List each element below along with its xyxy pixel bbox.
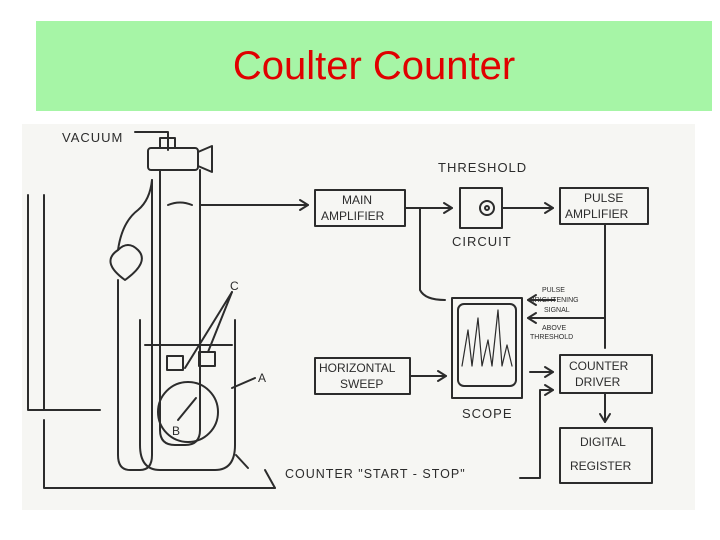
- stopcock-body: [147, 147, 199, 171]
- label-c-leader: [184, 291, 233, 369]
- electrode-right: [198, 351, 216, 367]
- vacuum-label: VACUUM: [62, 130, 123, 145]
- manometer-bulb: [109, 244, 143, 281]
- label-c: C: [230, 279, 239, 293]
- page-title: Coulter Counter: [232, 44, 516, 88]
- scope-label: SCOPE: [462, 406, 513, 421]
- orifice-tube: [159, 169, 201, 446]
- vacuum-line: [134, 131, 169, 151]
- horizontal-sweep-label-1: HORIZONTAL: [319, 361, 396, 375]
- electrode-left: [166, 355, 184, 371]
- main-amplifier-label-1: MAIN: [342, 193, 372, 207]
- label-b: B: [172, 424, 180, 438]
- main-to-scope: [419, 207, 446, 301]
- digital-register-label-2: REGISTER: [570, 459, 632, 473]
- pulse-amplifier-label-1: PULSE: [584, 191, 623, 205]
- main-amplifier-label-2: AMPLIFIER: [321, 209, 385, 223]
- scope-box: [451, 297, 523, 399]
- digital-register-box: [559, 427, 653, 484]
- start-stop-line: [519, 389, 554, 479]
- counter-start-stop-label: COUNTER "START - STOP": [285, 467, 466, 481]
- above-threshold-label-1: ABOVE: [542, 325, 566, 332]
- label-a: A: [258, 371, 266, 385]
- horizontal-sweep-label-2: SWEEP: [340, 377, 383, 391]
- electrical-line-bottom: [43, 419, 276, 489]
- digital-register-label-1: DIGITAL: [580, 435, 626, 449]
- circuit-label: CIRCUIT: [452, 234, 512, 249]
- manometer-tube: [117, 179, 153, 471]
- counter-driver-label-1: COUNTER: [569, 359, 629, 373]
- scope-trace: [461, 309, 513, 367]
- pulse-amplifier-label-2: AMPLIFIER: [565, 207, 629, 221]
- stirrer-circle: [157, 381, 219, 443]
- beaker: [139, 319, 236, 471]
- stopcock-handle: [197, 145, 213, 173]
- reservoir-tube: [27, 194, 45, 411]
- label-a-leader: [231, 377, 256, 389]
- threshold-label: THRESHOLD: [438, 160, 527, 175]
- pulse-brightening-label-3: SIGNAL: [544, 307, 570, 314]
- pulse-brightening-label-2: BRIGHTENING: [530, 297, 579, 304]
- above-threshold-label-2: THRESHOLD: [530, 334, 573, 341]
- title-banner: Coulter Counter: [36, 21, 712, 111]
- counter-driver-label-2: DRIVER: [575, 375, 621, 389]
- pulse-brightening-label-1: PULSE: [542, 287, 565, 294]
